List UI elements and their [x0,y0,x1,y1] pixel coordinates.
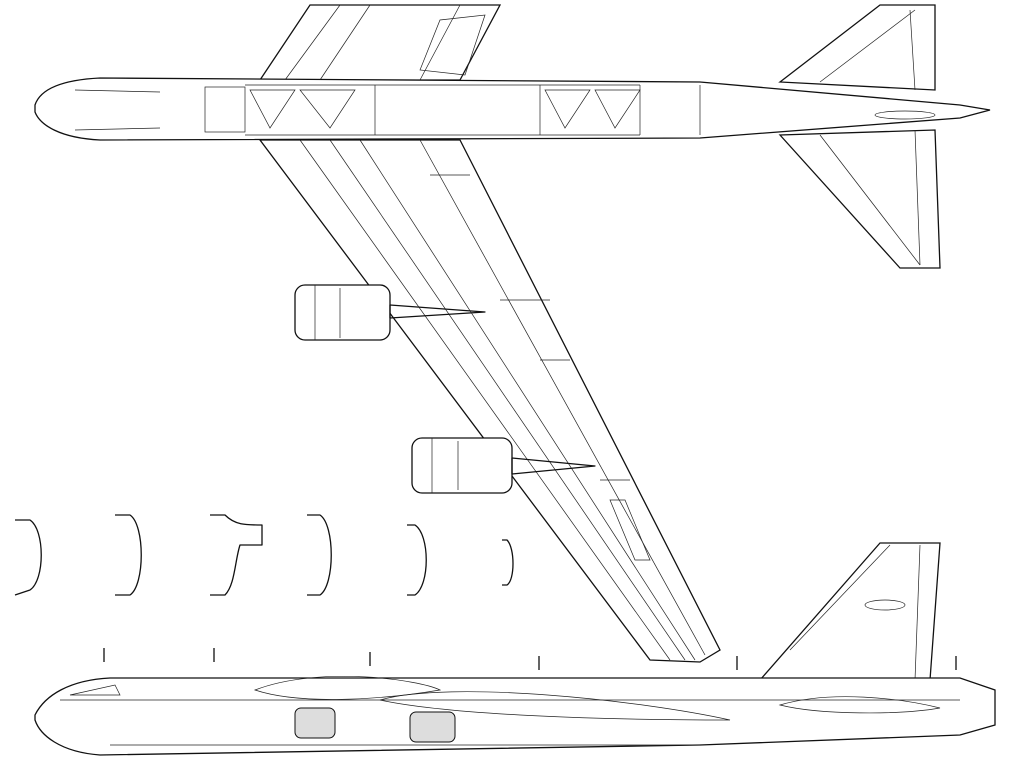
lower-wing [258,139,721,663]
horizontal-stabilizer [778,4,941,269]
fuselage-top [34,77,991,141]
engine-pod-outer [411,437,596,494]
fuselage-side [34,648,996,756]
cross-sections [14,514,514,596]
top-view [34,4,991,663]
upper-wing [258,4,502,81]
engine-pod-inner [294,284,486,341]
vertical-tail [758,542,941,681]
side-view [34,542,996,756]
